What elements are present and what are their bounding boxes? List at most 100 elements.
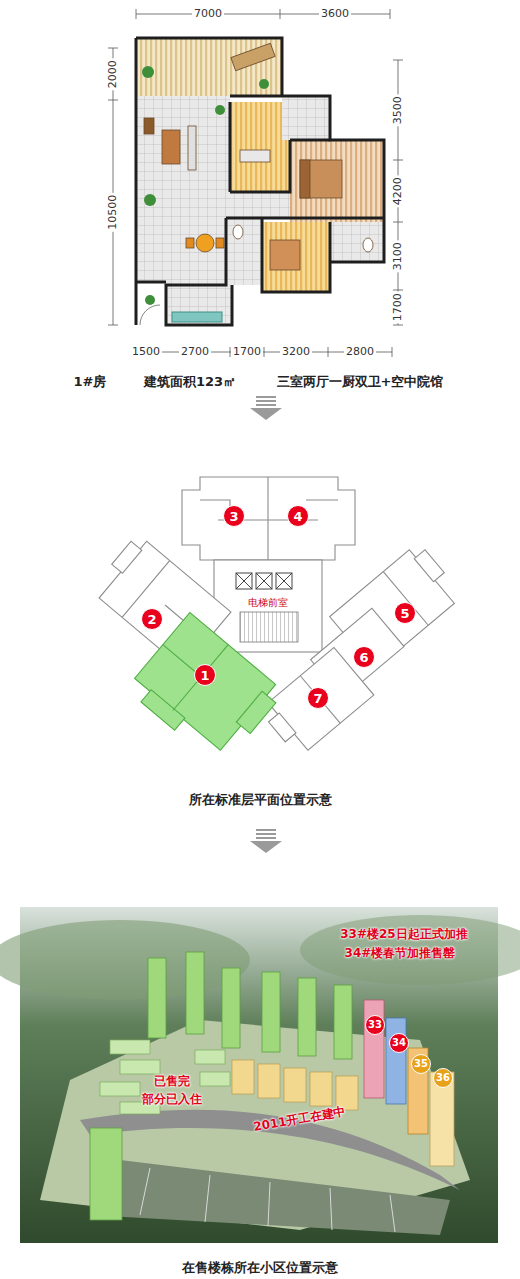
floor-plan — [136, 38, 384, 325]
floor-plan — [230, 102, 290, 192]
caption-text: 1#房 — [74, 375, 107, 390]
floor-plan — [136, 38, 282, 96]
callout-circle: 3 — [223, 505, 245, 527]
furniture — [188, 126, 196, 170]
site-rendering — [100, 1040, 230, 1114]
site-rendering — [186, 952, 204, 1034]
callout-circle: 7 — [307, 687, 329, 709]
callout-number: 2 — [147, 613, 156, 626]
furniture — [144, 118, 154, 134]
site-rendering — [110, 1040, 150, 1054]
floor-plate — [414, 550, 444, 582]
site-rendering — [310, 1072, 332, 1106]
callout-number: 1 — [200, 669, 209, 682]
elevators — [236, 573, 292, 589]
floor-plan — [166, 218, 384, 325]
site-rendering — [90, 1128, 122, 1220]
dimension-label: 1700 — [231, 346, 263, 359]
down-arrow-icon — [250, 408, 282, 420]
floor-plan — [330, 222, 384, 262]
dimension-lines — [136, 9, 390, 19]
dimension-label: 10500 — [107, 192, 120, 231]
floor-plate — [141, 690, 185, 731]
note-text: 部分已入住 — [142, 1093, 202, 1107]
down-arrow-icon — [256, 829, 276, 831]
dimension-label: 1500 — [130, 346, 162, 359]
floor-plan — [290, 140, 384, 222]
dimension-label: 3500 — [392, 94, 405, 126]
down-arrow-icon — [256, 837, 276, 839]
callout-circle: 4 — [287, 505, 309, 527]
dimension-label: 2700 — [179, 346, 211, 359]
floor-plan — [230, 192, 290, 218]
floor-plan — [172, 312, 222, 322]
callout-circle: 2 — [141, 608, 163, 630]
site-rendering — [232, 1060, 358, 1110]
floor-plate — [383, 572, 428, 626]
note-text: 34#楼春节加推售罄 — [345, 947, 456, 961]
floor-plan — [136, 38, 282, 96]
caption-text: 在售楼栋所在小区位置示意 — [182, 1261, 338, 1276]
down-arrow-icon — [256, 400, 276, 402]
callout-number: 36 — [436, 1073, 450, 1083]
floor-plan — [136, 38, 384, 325]
furniture — [233, 225, 243, 239]
site-rendering — [195, 1050, 225, 1064]
note-text: 电梯前室 — [247, 597, 289, 609]
down-arrow-icon — [250, 396, 282, 420]
furniture — [144, 43, 373, 270]
site-rendering — [298, 978, 316, 1056]
dimension-label: 3100 — [392, 240, 405, 272]
furniture — [363, 238, 373, 252]
callout-number: 3 — [229, 510, 238, 523]
floor-plan — [262, 222, 330, 292]
floor-plate — [236, 691, 276, 733]
site-rendering — [284, 1068, 306, 1102]
down-arrow-icon — [256, 396, 276, 398]
door-swing — [140, 305, 160, 325]
plants — [142, 66, 154, 78]
callout-number: 33 — [368, 1020, 382, 1030]
dimension-label: 3200 — [280, 346, 312, 359]
site-rendering — [334, 985, 352, 1059]
plants — [259, 79, 269, 89]
furniture — [196, 234, 214, 252]
note-text: 已售完 — [154, 1075, 190, 1089]
site-rendering — [300, 915, 520, 985]
floor-plate — [200, 477, 338, 560]
floor-plate — [112, 541, 142, 573]
site-rendering — [262, 972, 280, 1052]
floor-plan — [230, 96, 384, 262]
dimension-label: 3600 — [319, 8, 351, 21]
floor-plan — [282, 96, 330, 140]
caption-text: 三室两厅一厨双卫+空中院馆 — [277, 375, 444, 390]
dimension-label: 4200 — [392, 175, 405, 207]
site-rendering — [140, 1168, 395, 1232]
site-rendering — [0, 907, 520, 1243]
down-arrow-icon — [256, 833, 276, 835]
elevators — [236, 573, 292, 589]
callout-circle: 35 — [411, 1054, 431, 1074]
site-rendering — [140, 1168, 395, 1232]
site-rendering — [90, 1160, 450, 1235]
note-text: 2011开工在建中 — [253, 1105, 347, 1135]
stairs — [240, 612, 298, 642]
callout-number: 35 — [414, 1059, 428, 1069]
furniture — [300, 160, 342, 198]
plants — [215, 105, 225, 115]
site-rendering — [0, 920, 250, 1000]
floor-plan — [166, 282, 232, 325]
callout-circle: 36 — [433, 1068, 453, 1088]
note-text: 33#楼25日起正式加推 — [340, 928, 467, 942]
site-rendering — [148, 958, 166, 1038]
furniture — [231, 43, 275, 71]
site-rendering — [120, 1060, 160, 1074]
floor-plan — [226, 218, 262, 285]
furniture — [216, 238, 224, 248]
furniture — [300, 160, 310, 198]
plants — [142, 66, 269, 305]
callout-number: 5 — [400, 607, 409, 620]
floor-plan — [136, 281, 166, 284]
caption-text: 所在标准层平面位置示意 — [189, 793, 332, 808]
